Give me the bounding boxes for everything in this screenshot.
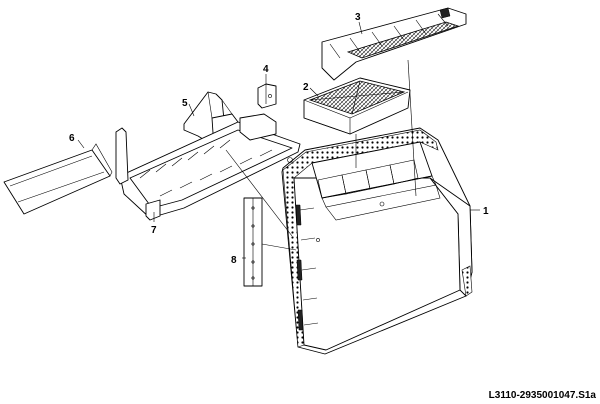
housing-part-1 xyxy=(281,127,473,355)
callout-3: 3 xyxy=(355,12,361,23)
grille-part-3 xyxy=(321,7,467,81)
strip-part-8 xyxy=(243,197,263,287)
callout-6: 6 xyxy=(69,133,75,144)
leader-lines xyxy=(77,21,480,259)
callout-5: 5 xyxy=(182,98,188,109)
bracket-part-4 xyxy=(257,83,277,109)
callout-labels: 1 2 3 4 5 6 7 8 xyxy=(69,12,489,266)
frame-part-7 xyxy=(115,113,301,221)
callout-4: 4 xyxy=(263,64,269,75)
plate-part-6 xyxy=(3,143,113,215)
filter-part-2 xyxy=(303,77,411,135)
callout-7: 7 xyxy=(151,225,157,236)
callout-1: 1 xyxy=(483,206,489,217)
callout-2: 2 xyxy=(303,82,309,93)
figure-code: L3110-2935001047.S1a xyxy=(489,390,597,401)
callout-8: 8 xyxy=(231,255,237,266)
